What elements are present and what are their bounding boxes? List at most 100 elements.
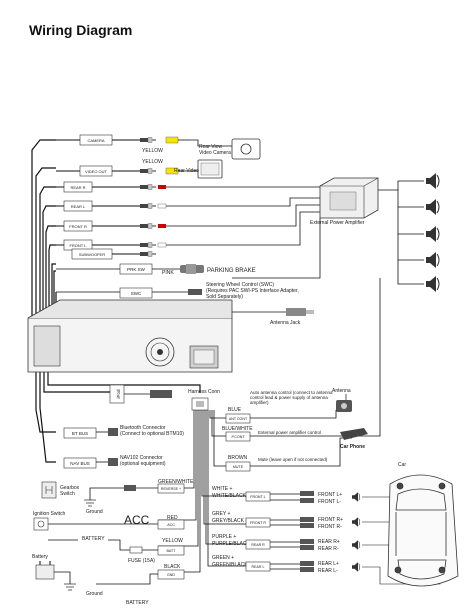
svg-text:REAR R: REAR R xyxy=(251,543,265,547)
label-fuse: FUSE (15A) xyxy=(128,558,155,564)
ipod-plug xyxy=(150,390,172,398)
label-yellow-video: YELLOW xyxy=(142,159,163,165)
svg-text:REAR R-: REAR R- xyxy=(318,546,339,552)
svg-text:GREY +: GREY + xyxy=(212,511,230,517)
svg-text:CAMERA: CAMERA xyxy=(87,138,104,143)
svg-text:FRONT L+: FRONT L+ xyxy=(318,492,342,498)
label-rear-video: Rear Video xyxy=(174,168,199,174)
svg-text:PURPLE/BLACK -: PURPLE/BLACK - xyxy=(212,541,253,547)
label-battery-2: BATTERY xyxy=(126,600,149,606)
speaker-terminal-labels: FRONT L+ FRONT L- FRONT R+ FRONT R- REAR… xyxy=(318,492,343,574)
label-car-phone: Car Phone xyxy=(340,444,365,450)
label-antenna-jack: Antenna Jack xyxy=(270,320,301,326)
svg-text:FRONT L: FRONT L xyxy=(69,243,87,248)
car-phone-icon xyxy=(340,428,368,440)
svg-text:PRK SW: PRK SW xyxy=(127,267,146,272)
label-brown: BROWN xyxy=(228,455,248,461)
svg-text:SUBWOOFER: SUBWOOFER xyxy=(79,252,105,257)
svg-text:REAR L+: REAR L+ xyxy=(318,561,339,567)
speaker-outputs: WHITE + WHITE/BLACK - FRONT L GREY + GRE… xyxy=(212,486,271,572)
gnd-box xyxy=(157,569,185,580)
svg-text:GREEN +: GREEN + xyxy=(212,555,234,561)
label-bt-connector: Bluetooth Connector(Connect to optional … xyxy=(120,425,184,437)
svg-text:BT BUS: BT BUS xyxy=(72,431,88,436)
label-acc-large: ACC xyxy=(124,513,150,527)
label-ground-2: Ground xyxy=(86,591,103,597)
gearbox-switch-icon xyxy=(41,481,57,499)
car-icon xyxy=(387,474,459,587)
label-nav-connector: NAV102 Connector(optional equipment) xyxy=(120,455,166,467)
label-blue-white: BLUE/WHITE xyxy=(222,426,253,432)
svg-text:REAR R: REAR R xyxy=(70,185,85,190)
label-battery: Battery xyxy=(32,554,48,560)
battery-icon xyxy=(35,561,55,580)
speaker-icon xyxy=(425,198,440,216)
harness-connector xyxy=(191,397,209,411)
svg-text:iPod: iPod xyxy=(116,389,121,399)
label-blue: BLUE xyxy=(228,407,242,413)
svg-text:ACC: ACC xyxy=(167,523,175,527)
rca-connectors: CAMERA VIDEO OUT REAR R REAR L FRONT R F… xyxy=(63,134,113,260)
svg-text:FRONT L-: FRONT L- xyxy=(318,499,341,505)
main-wire-bundle xyxy=(31,139,201,463)
speaker-icon xyxy=(425,251,440,269)
svg-text:FRONT R+: FRONT R+ xyxy=(318,517,343,523)
svg-text:REAR L-: REAR L- xyxy=(318,568,338,574)
antenna-motor-icon xyxy=(336,400,352,412)
nav-bus-box xyxy=(63,457,97,469)
batt-box xyxy=(157,545,185,556)
rear-view-camera-icon xyxy=(231,138,261,160)
label-red: RED xyxy=(167,515,178,521)
speaker-icon xyxy=(425,172,440,190)
ground-icon-2 xyxy=(64,583,76,591)
amp-speakers xyxy=(425,172,440,293)
speaker-icon xyxy=(425,275,440,293)
p-cont-box xyxy=(225,431,251,442)
label-pink: PINK xyxy=(162,270,174,276)
svg-text:WHITE/BLACK -: WHITE/BLACK - xyxy=(212,493,249,499)
label-yellow-batt: YELLOW xyxy=(162,538,183,544)
external-amplifier-icon xyxy=(319,177,379,219)
svg-text:NAV BUS: NAV BUS xyxy=(70,461,89,466)
svg-text:PURPLE +: PURPLE + xyxy=(212,534,236,540)
bt-bus-box xyxy=(63,427,97,439)
svg-text:FRONT R: FRONT R xyxy=(250,521,266,525)
antenna-jack xyxy=(232,308,314,316)
svg-text:GREY/BLACK -: GREY/BLACK - xyxy=(212,518,247,524)
ignition-switch-icon xyxy=(33,517,49,531)
ground-icon xyxy=(84,499,96,507)
label-mute-note: Mute (leave open if not connected) xyxy=(258,457,328,462)
label-car: Car xyxy=(398,462,406,468)
bt-plug xyxy=(108,428,118,436)
svg-text:REVERSE +: REVERSE + xyxy=(161,487,181,491)
swc-plug xyxy=(188,289,202,295)
label-green-white: GREEN/WHITE xyxy=(158,479,194,485)
svg-text:P.CONT: P.CONT xyxy=(231,435,245,439)
label-antenna: Antenna xyxy=(332,388,351,394)
label-ground-1: Ground xyxy=(86,509,103,515)
svg-text:REAR L: REAR L xyxy=(71,204,86,209)
label-battery-1: BATTERY xyxy=(82,536,105,542)
svg-text:GREEN/BLACK -: GREEN/BLACK - xyxy=(212,562,251,568)
swc-box xyxy=(119,287,153,299)
svg-text:FRONT L: FRONT L xyxy=(250,495,265,499)
speaker-output-plugs xyxy=(300,491,314,572)
reverse-box xyxy=(157,483,185,494)
svg-text:ANT CONT: ANT CONT xyxy=(229,417,248,421)
parking-brake-connector xyxy=(180,264,204,274)
page-title: Wiring Diagram xyxy=(29,22,133,38)
label-external-amp: External Power Amplifier xyxy=(310,220,365,226)
svg-text:REAR L: REAR L xyxy=(252,565,265,569)
svg-text:VIDEO OUT: VIDEO OUT xyxy=(85,169,108,174)
rca-plugs xyxy=(139,136,179,257)
label-yellow-camera: YELLOW xyxy=(142,148,163,154)
svg-text:FRONT R: FRONT R xyxy=(69,224,87,229)
label-ignition-switch: Ignition Switch xyxy=(33,511,65,517)
svg-text:BATT: BATT xyxy=(167,549,177,553)
ant-cont-box xyxy=(225,413,251,424)
mute-box xyxy=(225,461,251,472)
rear-video-monitor-icon xyxy=(197,159,223,179)
label-auto-antenna-note: Auto antenna control (connect to antenna… xyxy=(250,390,333,405)
